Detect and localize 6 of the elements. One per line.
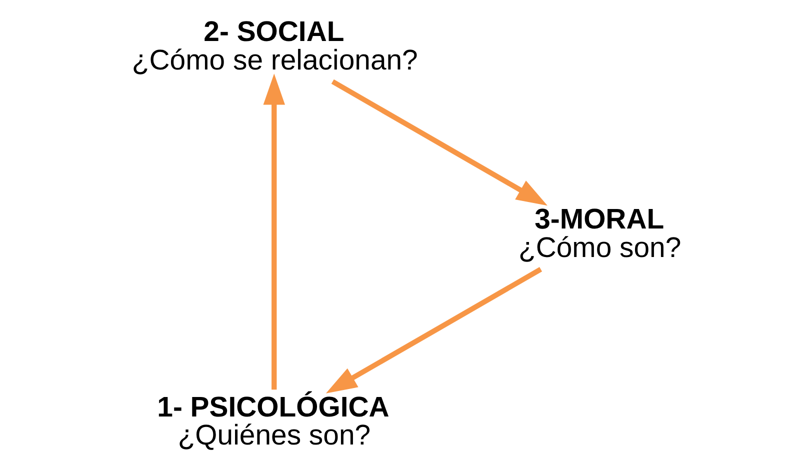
node-text: 3-MORAL ¿Cómo son? (518, 203, 682, 264)
arrow (326, 266, 542, 393)
node-text: 2- SOCIAL ¿Cómo se relacionan? (132, 15, 418, 76)
arrow (331, 78, 548, 206)
arrow (263, 73, 286, 390)
node-text: 1- PSICOLÓGICA ¿Quiénes son? (157, 390, 390, 452)
